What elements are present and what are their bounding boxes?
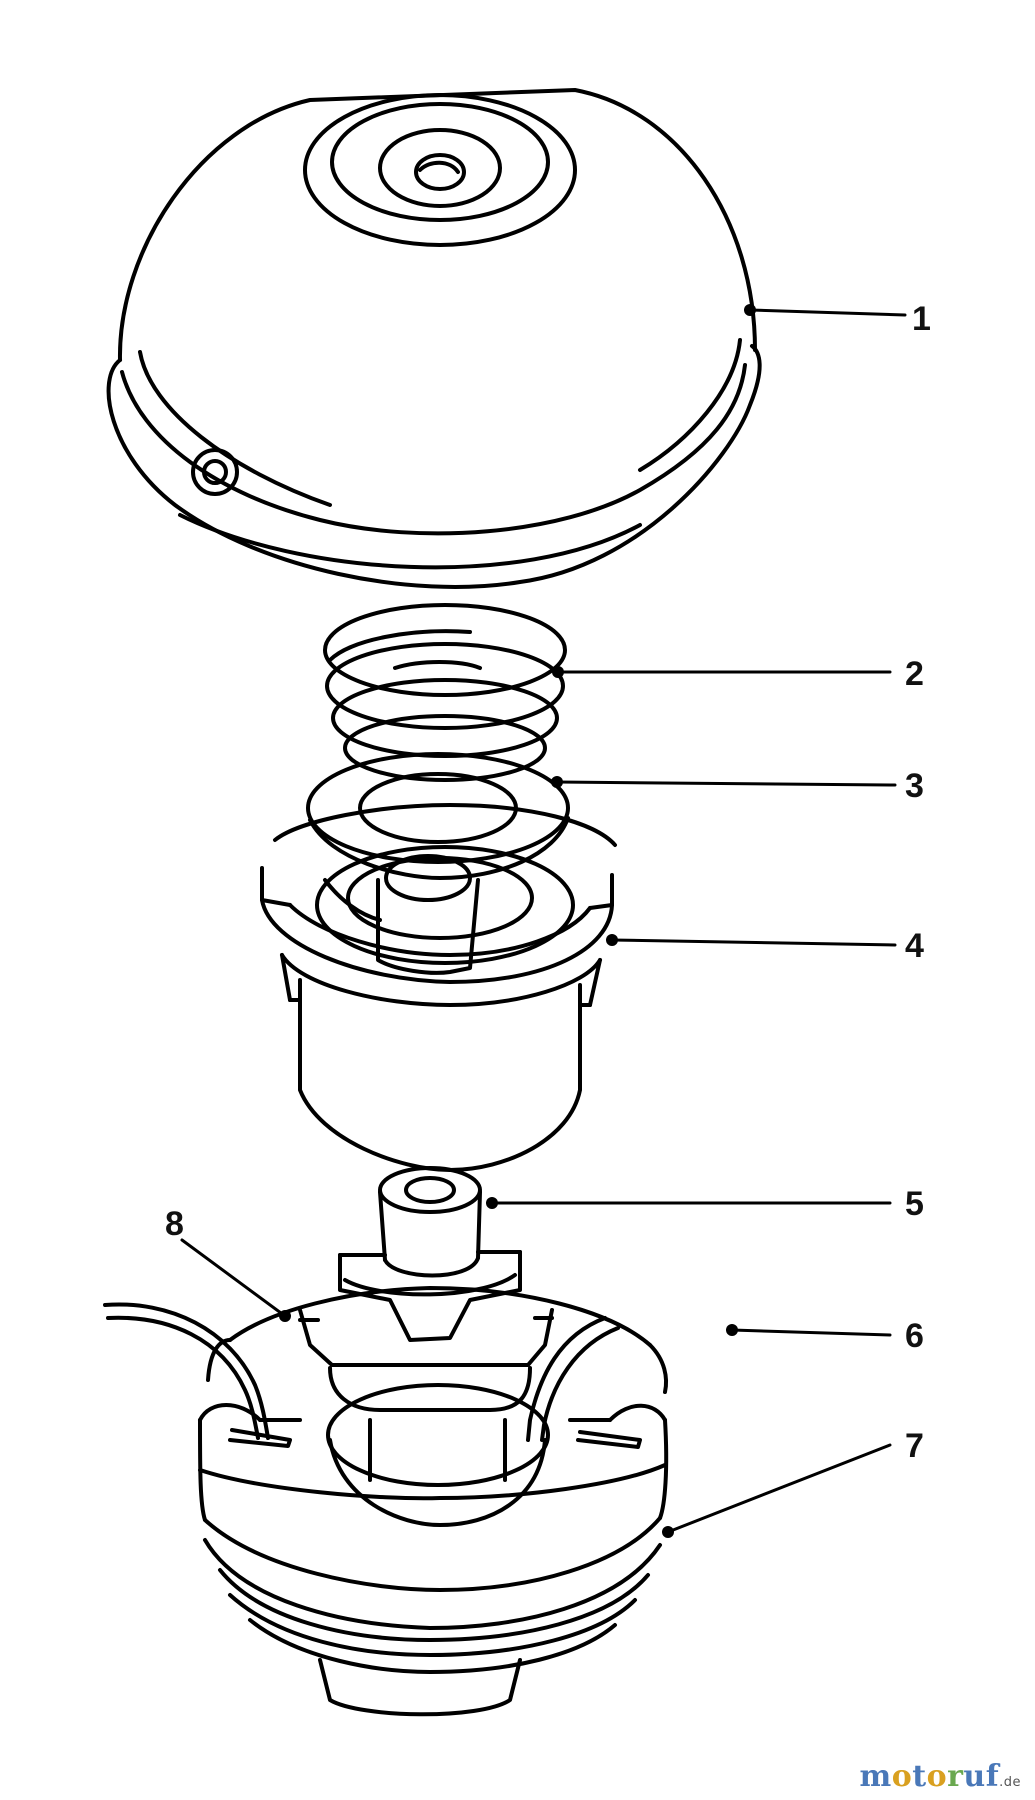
watermark-logo: motoruf.de — [859, 1759, 1021, 1794]
part-8-eyelet-retainer — [298, 1308, 554, 1412]
leader-lines — [180, 308, 907, 1534]
watermark-tld: .de — [999, 1775, 1021, 1790]
callout-1: 1 — [912, 300, 931, 338]
callout-5: 5 — [905, 1185, 924, 1223]
part-5-spindle — [338, 1166, 522, 1342]
callout-2: 2 — [905, 655, 924, 693]
part-6-trimmer-line — [103, 1302, 642, 1449]
callout-3: 3 — [905, 767, 924, 805]
callout-4: 4 — [905, 927, 924, 965]
watermark-mark: motoruf — [859, 1759, 1000, 1794]
leader-dots — [279, 304, 756, 1538]
callout-8: 8 — [165, 1205, 184, 1243]
part-1-cover — [106, 88, 762, 589]
part-7-spool — [198, 1286, 669, 1717]
callout-7: 7 — [905, 1427, 924, 1465]
part-2-spring — [323, 603, 567, 782]
part-4-retainer — [260, 803, 617, 1172]
callout-6: 6 — [905, 1317, 924, 1355]
callout-labels: 1 2 3 4 5 8 6 7 — [165, 300, 931, 1465]
